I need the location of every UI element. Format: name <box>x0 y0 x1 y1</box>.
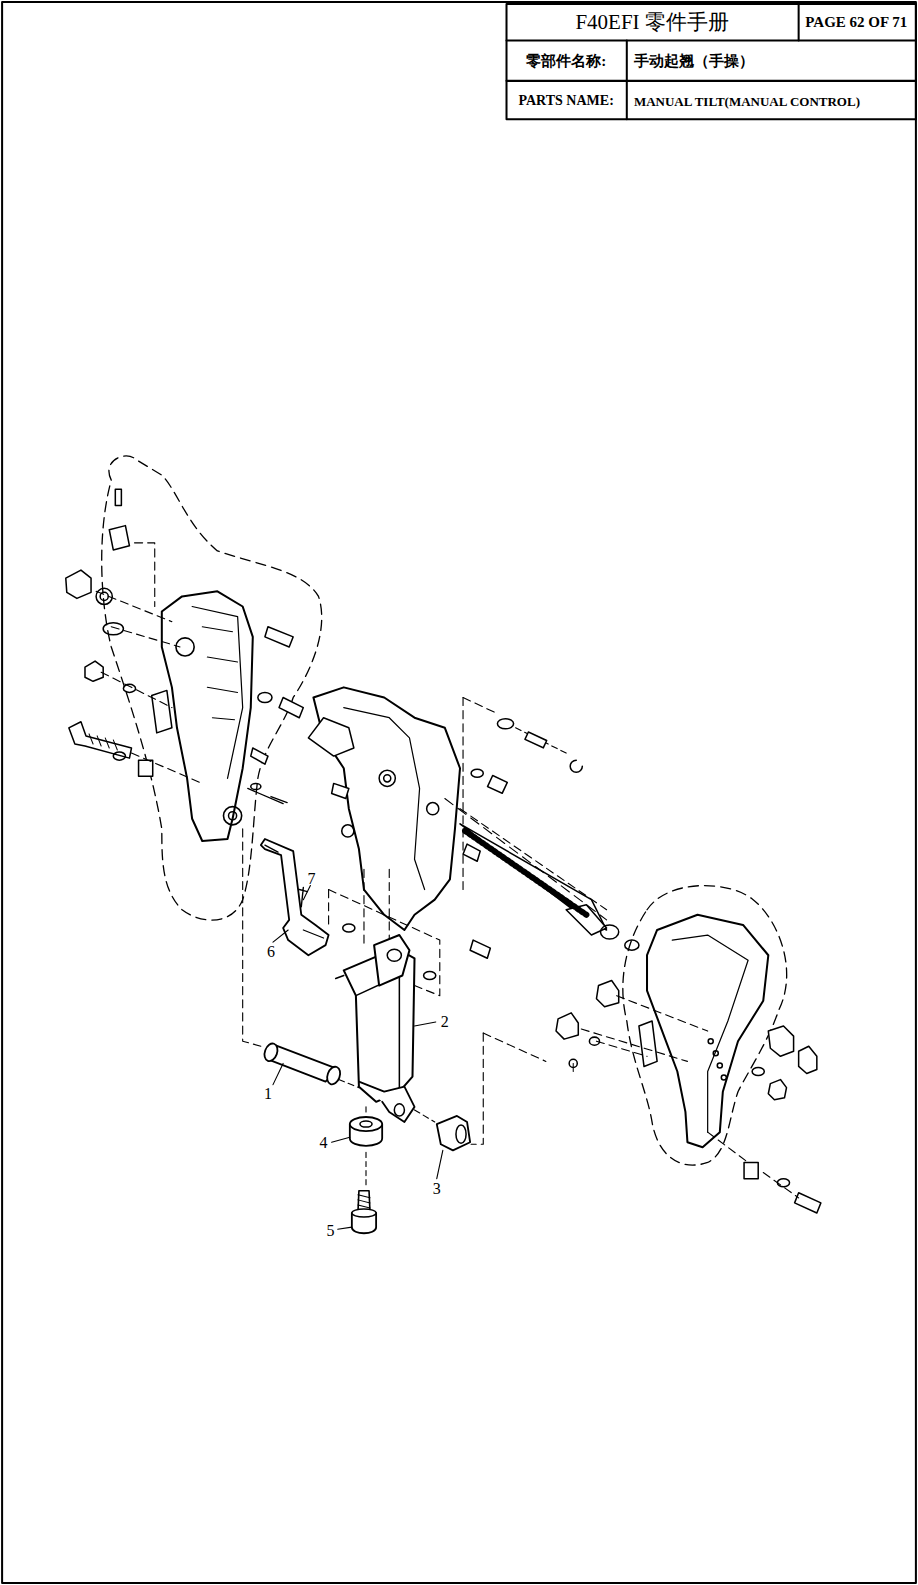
callout-number: 6 <box>267 944 275 960</box>
callout-number: 2 <box>441 1014 449 1030</box>
table-cell: 零部件名称: <box>526 53 606 68</box>
page-title: F40EFI 零件手册 <box>575 12 728 33</box>
table-cell: 手动起翘（手操） <box>634 53 754 68</box>
callout-number: 3 <box>433 1181 441 1197</box>
page-number: PAGE 62 OF 71 <box>805 15 907 30</box>
callout-number: 1 <box>264 1086 272 1102</box>
table-cell: PARTS NAME: <box>519 94 614 108</box>
table-cell: MANUAL TILT(MANUAL CONTROL) <box>634 95 860 108</box>
callout-number: 4 <box>320 1135 328 1151</box>
callout-number: 5 <box>327 1223 335 1239</box>
callout-number: 7 <box>307 871 315 887</box>
